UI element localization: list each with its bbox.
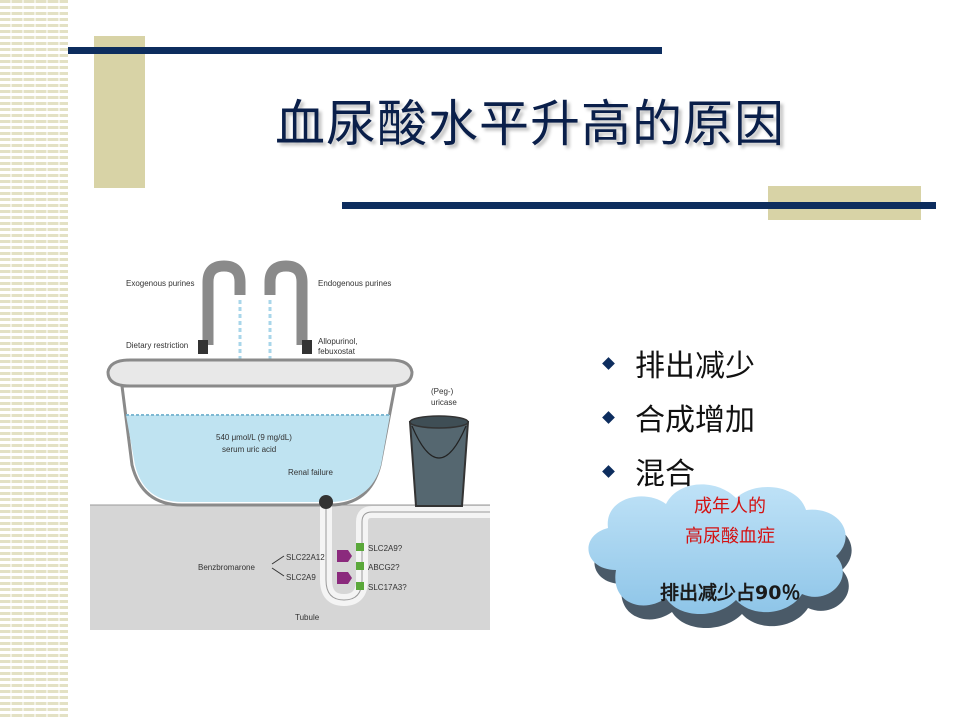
label-febuxostat: febuxostat: [318, 347, 356, 356]
label-dietary: Dietary restriction: [126, 341, 188, 350]
label-allopurinol: Allopurinol,: [318, 337, 358, 346]
slide-title: 血尿酸水平升高的原因: [275, 95, 785, 153]
bucket: [408, 421, 470, 507]
label-peg: (Peg-): [431, 387, 454, 396]
bathtub-diagram: Exogenous purines Endogenous purines Die…: [90, 260, 490, 630]
deco-line-bottom: [342, 202, 936, 209]
transporter-purple-2: [337, 572, 352, 584]
label-slc17a3: SLC17A3?: [368, 583, 407, 592]
label-tubule: Tubule: [295, 613, 320, 622]
label-renal: Renal failure: [288, 468, 333, 477]
label-abcg2: ABCG2?: [368, 563, 400, 572]
transporter-purple-1: [337, 550, 352, 562]
faucet-right: [264, 260, 308, 345]
transporter-green-2: [356, 562, 364, 570]
label-benzbromarone: Benzbromarone: [198, 563, 255, 572]
valve-left: [198, 340, 208, 354]
label-exogenous: Exogenous purines: [126, 279, 195, 288]
valve-right: [302, 340, 312, 354]
cloud-shape: [588, 484, 846, 615]
label-endogenous: Endogenous purines: [318, 279, 391, 288]
label-serum: serum uric acid: [222, 445, 276, 454]
deco-line-top: [68, 47, 662, 54]
tub-water: [126, 415, 390, 502]
label-uricase: uricase: [431, 398, 457, 407]
cloud-line-2: 高尿酸血症: [685, 526, 775, 547]
diamond-bullet-icon: [602, 410, 615, 424]
cloud-callout: [588, 484, 852, 629]
label-level: 540 μmol/L (9 mg/dL): [216, 433, 292, 442]
label-slc2a9: SLC2A9: [286, 573, 316, 582]
tub-rim: [106, 358, 414, 388]
deco-block-top-left: [94, 36, 145, 188]
cause-list: 排出减少 合成增加 混合: [600, 336, 755, 498]
bullet-item: 合成增加: [600, 390, 755, 444]
cloud-line-1: 成年人的: [694, 496, 766, 517]
left-stripe-decoration: [0, 0, 68, 720]
transporter-green-3: [356, 582, 364, 590]
label-slc22a12: SLC22A12: [286, 553, 325, 562]
ground: [90, 505, 490, 630]
cloud-note: 排出减少占90％: [660, 582, 801, 604]
bullet-item: 混合: [600, 444, 755, 498]
bullet-text: 混合: [635, 457, 695, 492]
transporter-green-1: [356, 543, 364, 551]
diamond-bullet-icon: [602, 356, 615, 370]
drain-plug: [319, 495, 333, 509]
bullet-text: 排出减少: [635, 349, 755, 384]
bullet-item: 排出减少: [600, 336, 755, 390]
bullet-text: 合成增加: [635, 403, 755, 438]
label-slc2a9q: SLC2A9?: [368, 544, 403, 553]
faucet-left: [202, 260, 246, 345]
